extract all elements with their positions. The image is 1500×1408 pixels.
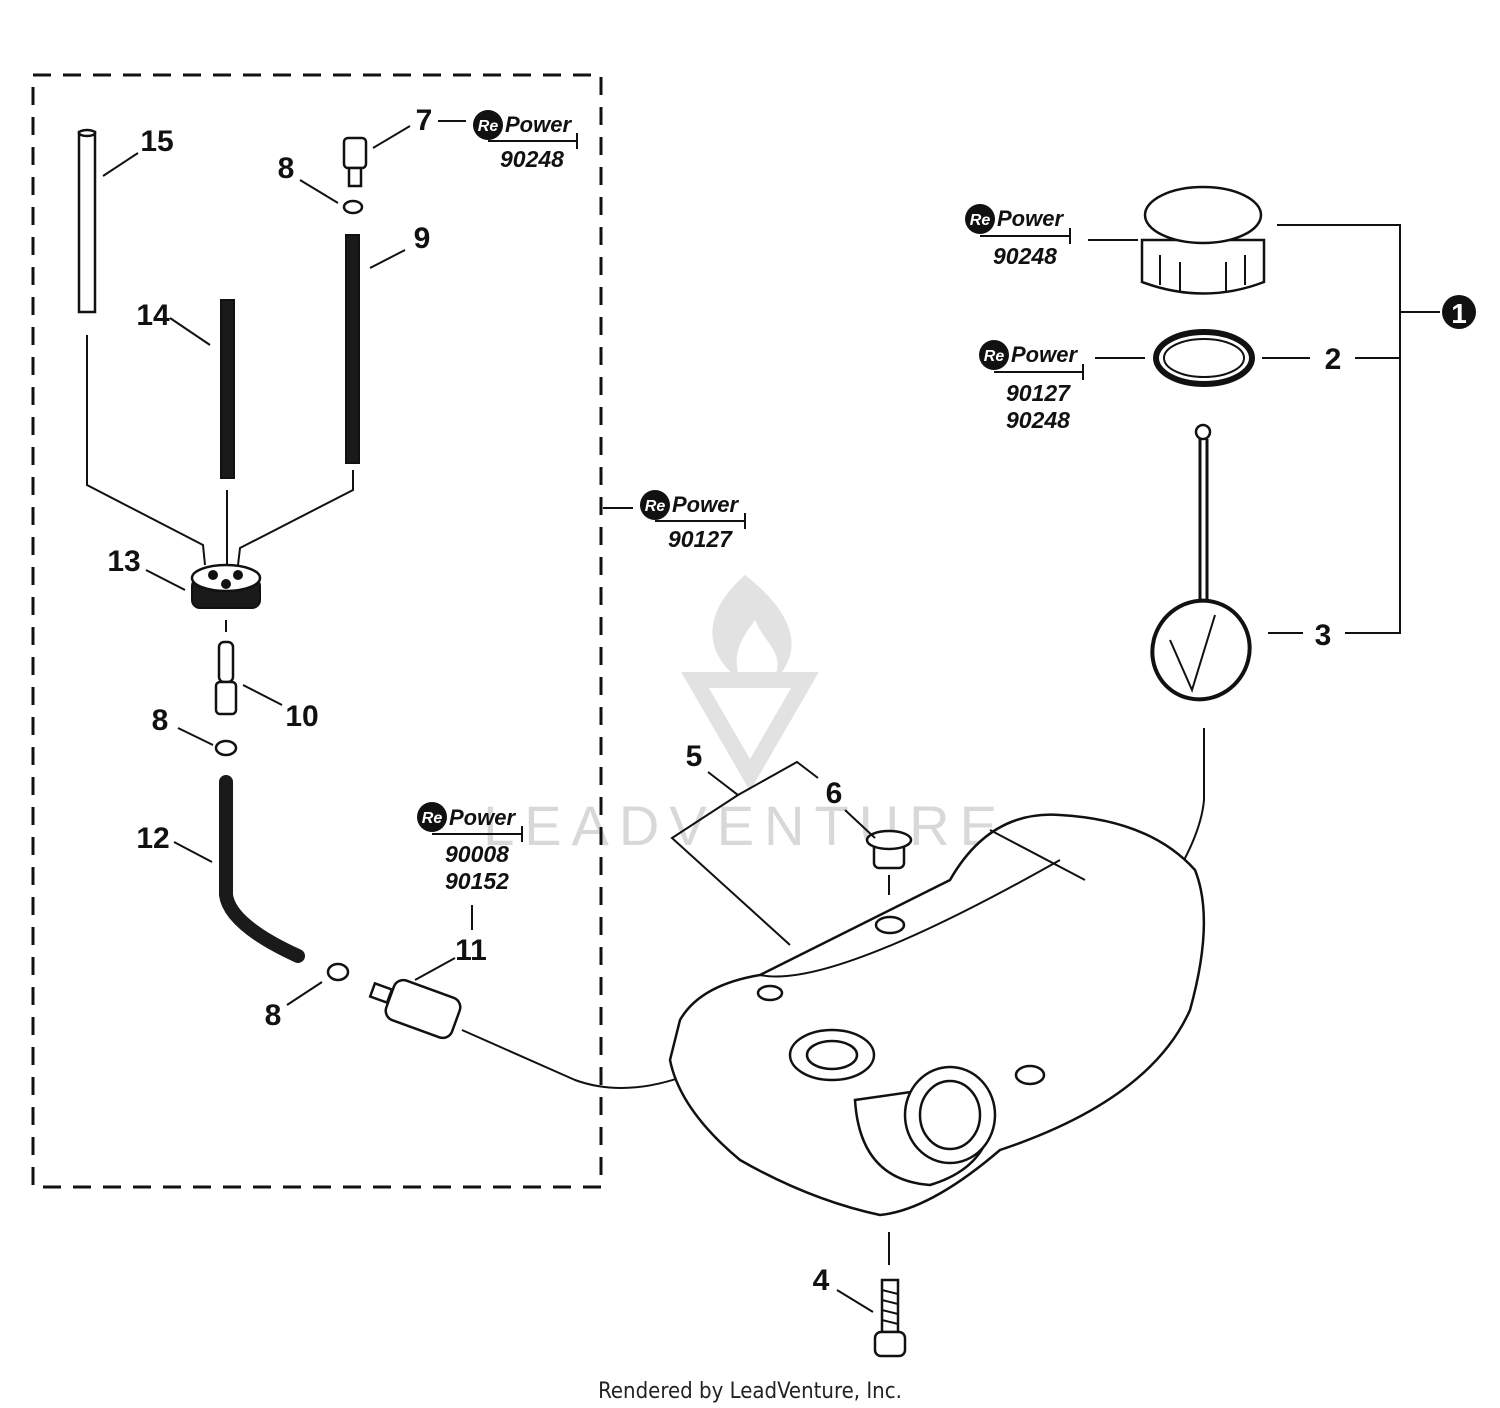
route-15 (86, 335, 206, 566)
repower-re: Re (970, 212, 991, 229)
leader-11 (414, 957, 456, 981)
repower-re: Re (478, 118, 499, 135)
callout-1-badge (1442, 295, 1476, 329)
repower-re: Re (422, 810, 443, 827)
repower-badge-7: Re Power 90248 (473, 110, 578, 172)
leader-6 (844, 809, 876, 839)
leadventure-watermark-logo: LEADVENTURE (483, 575, 1007, 857)
callout-15: 15 (140, 125, 173, 158)
leader-4 (836, 1289, 874, 1313)
repower-partnum: 90248 (1006, 407, 1070, 433)
callout-10: 10 (285, 700, 318, 733)
callout-11: 11 (455, 934, 487, 967)
part-10-fitting (214, 640, 238, 716)
repower-badge-11: Re Power 90008 90152 (417, 802, 523, 894)
part-4-screw (873, 1278, 907, 1358)
repower-re: Re (984, 348, 1005, 365)
leader-13 (145, 569, 186, 591)
callout-5: 5 (686, 740, 703, 773)
callout-7: 7 (416, 104, 433, 137)
repower-partnum: 90152 (445, 868, 509, 894)
leader-7 (372, 125, 411, 149)
callout-8-mid: 8 (152, 704, 169, 737)
repower-badge-kit: Re Power 90127 (640, 490, 746, 552)
callout-4: 4 (813, 1264, 830, 1297)
part-8-ring-mid (214, 739, 238, 757)
callout-2: 2 (1325, 343, 1342, 376)
part-6-plug (865, 829, 913, 870)
watermark-text: LEADVENTURE (483, 794, 1007, 857)
part-13-grommet (190, 563, 262, 609)
part-11-filter (368, 978, 462, 1040)
part-2-gasket (1153, 329, 1255, 387)
kit-boundary-dashed (31, 73, 603, 1189)
repower-power: Power (672, 492, 739, 517)
leader-10 (242, 684, 283, 706)
callout-6: 6 (826, 777, 843, 810)
repower-partnum: 90008 (445, 841, 509, 867)
part-8-ring-top (342, 199, 364, 215)
part-12-bent-hose (219, 775, 305, 963)
leader-5-top (707, 760, 819, 797)
repower-partnum: 90248 (993, 243, 1057, 269)
repower-partnum: 90127 (668, 526, 733, 552)
callout-8-top: 8 (278, 152, 295, 185)
callout-1: 1 (1451, 298, 1467, 329)
leader-8b (177, 727, 214, 746)
part-fuel-cap (1140, 185, 1266, 295)
callout-14: 14 (136, 299, 170, 332)
repower-badge-cap: Re Power 90248 (965, 204, 1071, 269)
part-7-fitting (342, 136, 368, 188)
repower-badge-gasket: Re Power 90127 90248 (979, 340, 1084, 433)
repower-power: Power (449, 805, 516, 830)
repower-power: Power (997, 206, 1064, 231)
footer-credit: Rendered by LeadVenture, Inc. (598, 1379, 902, 1404)
repower-re: Re (645, 498, 666, 515)
part-15-tube (77, 128, 97, 314)
part-5-fuel-tank (668, 813, 1206, 1217)
leader-14 (169, 317, 211, 346)
leader-8c (286, 981, 323, 1006)
leader-12 (173, 841, 213, 863)
leader-8a (299, 179, 339, 204)
repower-partnum: 90127 (1006, 380, 1071, 406)
repower-power: Power (1011, 342, 1078, 367)
callout-8-low: 8 (265, 999, 282, 1032)
leader-15 (102, 152, 139, 177)
part-9-hose (345, 234, 360, 464)
callout-3: 3 (1315, 619, 1332, 652)
repower-partnum: 90248 (500, 146, 564, 172)
part-14-hose (220, 299, 235, 479)
bracket-1 (1277, 224, 1401, 634)
repower-power: Power (505, 112, 572, 137)
callout-9: 9 (414, 222, 431, 255)
route-9 (237, 470, 354, 566)
callout-13: 13 (107, 545, 140, 578)
part-8-ring-low (326, 962, 350, 982)
leader-9 (369, 249, 406, 269)
leader-5 (670, 794, 791, 946)
part-3-strainer (1150, 423, 1252, 702)
callout-12: 12 (136, 822, 169, 855)
